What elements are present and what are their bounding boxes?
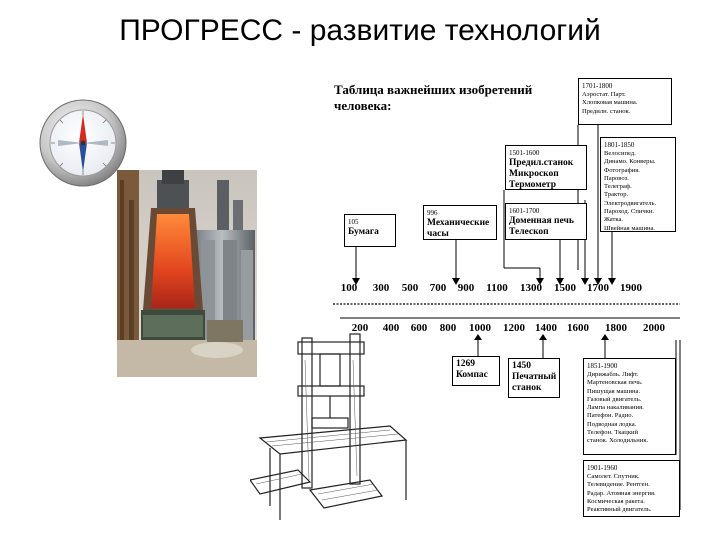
box-line: Аэростат. Парт. xyxy=(582,91,626,98)
invention-box-1501-1600: 1501-1600 Предил.станок Микроскоп Термом… xyxy=(505,145,587,190)
box-line: Бумага xyxy=(348,227,379,237)
box-date: 105 xyxy=(348,218,359,226)
axis-top-tick: 1700 xyxy=(587,282,609,294)
box-line: Термометр xyxy=(509,180,556,190)
table-title-line-1: Таблица важнейших изобретений xyxy=(334,82,533,97)
axis-bottom-tick: 1800 xyxy=(605,322,627,334)
axis-bottom: 200 400 600 800 1000 1200 1400 1600 1800… xyxy=(0,322,720,336)
box-line: станок. Холодильник. xyxy=(587,437,649,445)
axis-bottom-tick: 800 xyxy=(439,322,457,334)
printing-press-illustration xyxy=(250,333,408,520)
compass-icon xyxy=(39,99,127,187)
box-date: 1851-1900 xyxy=(587,362,618,370)
table-title: Таблица важнейших изобретений человека: xyxy=(334,82,534,114)
box-line: Механические xyxy=(427,218,490,228)
box-line: Радар. Атомная энергия. xyxy=(587,489,656,497)
axis-top-tick: 700 xyxy=(429,282,447,294)
axis-top-tick: 500 xyxy=(401,282,419,294)
box-line: Телеграф. xyxy=(604,183,632,191)
axis-top-tick: 1100 xyxy=(486,282,508,294)
box-line: Газовый двигатель. xyxy=(587,395,642,403)
invention-box-105: 105 Бумага xyxy=(344,214,396,247)
invention-box-1601-1700: 1601-1700 Доменная печь Телескоп xyxy=(505,203,587,240)
box-line: Швейная машина. xyxy=(604,224,656,232)
box-line: Телефон. Ткацкий xyxy=(587,429,639,437)
box-date: 1501-1600 xyxy=(509,149,540,157)
box-line: Жатка. xyxy=(604,216,624,224)
axis-top-tick: 1500 xyxy=(554,282,576,294)
table-title-line-2: человека: xyxy=(334,98,392,113)
invention-box-1269: 1269 Компас xyxy=(452,356,500,386)
box-line: Пишущая машина. xyxy=(587,387,641,395)
box-line: Космическая ракета. xyxy=(587,497,645,505)
box-date: 1901-1960 xyxy=(587,464,618,472)
box-line: Подводная лодка. xyxy=(587,420,637,428)
box-line: Предил.станок xyxy=(509,158,574,168)
box-line: станок xyxy=(512,383,542,393)
box-line: Электродвигатель. xyxy=(604,199,657,207)
box-line: Печатный xyxy=(512,372,557,382)
box-line: Фотография. xyxy=(604,166,640,174)
page-title: ПРОГРЕСС - развитие технологий xyxy=(119,14,601,47)
box-line: Реактивный двигатель. xyxy=(587,506,652,514)
box-line: Доменная печь xyxy=(509,216,574,226)
invention-box-1701-1800: 1701-1800 Аэростат. Парт. Хлопковая маши… xyxy=(578,78,672,125)
axis-bottom-tick: 1200 xyxy=(503,322,525,334)
axis-top-tick: 900 xyxy=(457,282,475,294)
box-date: 1701-1800 xyxy=(582,82,613,90)
box-line: Динамо. Конверы. xyxy=(604,158,656,166)
box-line: часы xyxy=(427,229,449,239)
box-line: Хлопковая машина. xyxy=(582,99,638,107)
box-date: 1801-1850 xyxy=(604,141,635,149)
invention-box-1901-1960: 1901-1960 Самолет. Спутник. Телевидение.… xyxy=(583,460,680,517)
box-line: Компас xyxy=(456,370,488,380)
box-line: Самолет. Спутник. xyxy=(587,473,640,480)
axis-top: 100 300 500 700 900 1100 1300 1500 1700 … xyxy=(0,282,720,296)
box-line: Паровоз. xyxy=(604,174,629,182)
box-date: 1450 xyxy=(512,361,531,371)
axis-bottom-tick: 200 xyxy=(351,322,369,334)
invention-box-1801-1850: 1801-1850 Велосипед. Динамо. Конверы. Фо… xyxy=(600,137,676,232)
invention-box-1851-1900: 1851-1900 Дирижабль. Лифт. Мартеновская … xyxy=(583,358,676,455)
axis-top-tick: 1300 xyxy=(520,282,542,294)
blast-furnace-illustration xyxy=(117,170,257,377)
axis-top-tick: 300 xyxy=(372,282,390,294)
invention-box-1450: 1450 Печатный станок xyxy=(508,358,560,398)
box-date: 1601-1700 xyxy=(509,207,540,215)
box-line: Микроскоп xyxy=(509,169,559,179)
axis-bottom-tick: 1000 xyxy=(469,322,491,334)
axis-top-tick: 1900 xyxy=(620,282,642,294)
box-line: Трактор. xyxy=(604,191,629,199)
box-line: Дирижабль. Лифт. xyxy=(587,371,639,378)
box-line: Предилн. станок. xyxy=(582,107,631,115)
axis-bottom-tick: 2000 xyxy=(643,322,665,334)
invention-box-996: 996 Механические часы xyxy=(423,205,497,240)
box-date: 996 xyxy=(427,209,438,217)
box-line: Мартеновская печь. xyxy=(587,379,643,387)
box-line: Пароход. Спички. xyxy=(604,208,655,216)
box-line: Телескоп xyxy=(509,227,549,237)
box-line: Велосипед. xyxy=(604,150,636,157)
box-line: Патефон. Радио. xyxy=(587,412,634,420)
axis-bottom-tick: 400 xyxy=(382,322,400,334)
box-line: Телевидение. Рентген. xyxy=(587,481,650,489)
box-date: 1269 xyxy=(456,359,475,369)
axis-bottom-tick: 1400 xyxy=(535,322,557,334)
axis-bottom-tick: 1600 xyxy=(567,322,589,334)
axis-bottom-tick: 600 xyxy=(410,322,428,334)
box-line: Лампа накаливания. xyxy=(587,404,644,412)
axis-top-tick: 100 xyxy=(340,282,358,294)
